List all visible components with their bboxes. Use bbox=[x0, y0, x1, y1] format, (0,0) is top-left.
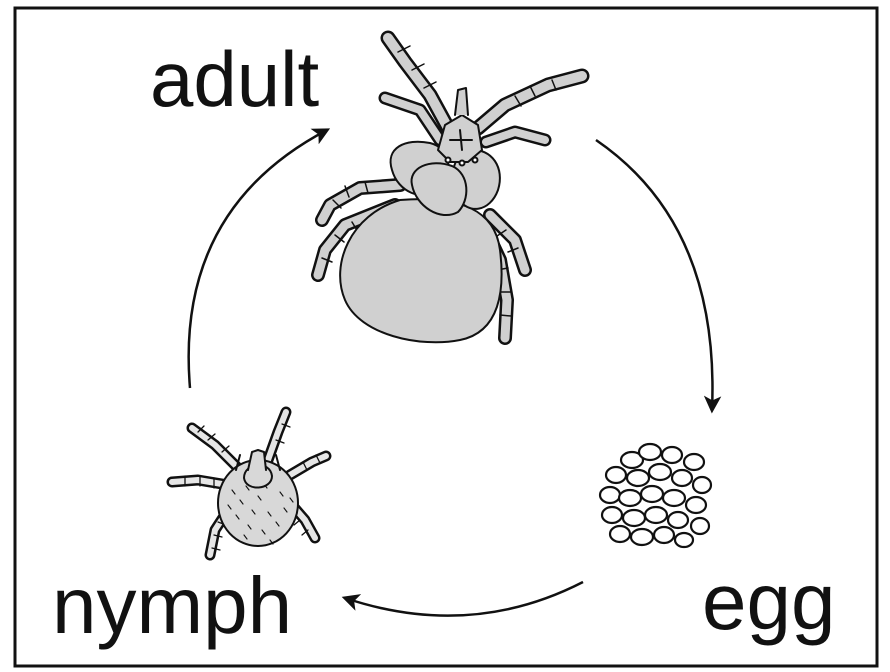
stage-label-nymph: nymph bbox=[52, 566, 292, 646]
arrow-nymph-to-adult bbox=[189, 130, 327, 388]
arrow-egg-to-nymph bbox=[345, 582, 583, 616]
egg-cluster-icon bbox=[600, 444, 711, 547]
nymph-mite-icon bbox=[172, 412, 326, 555]
adult-mite-icon bbox=[318, 38, 582, 342]
arrow-adult-to-egg bbox=[596, 140, 712, 410]
stage-label-egg: egg bbox=[702, 562, 835, 642]
stage-label-adult: adult bbox=[150, 40, 319, 118]
